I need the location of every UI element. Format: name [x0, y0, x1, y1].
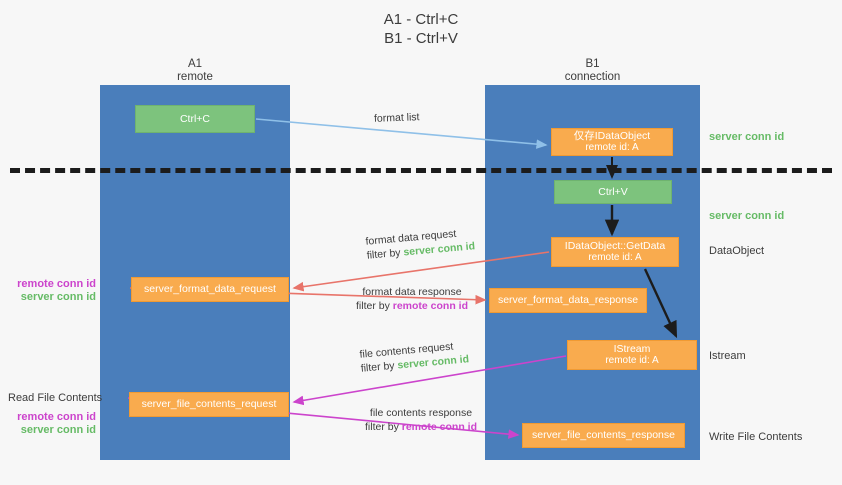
annotation-istream: Istream — [709, 350, 746, 362]
box-getdata-line2: remote id: A — [588, 252, 642, 263]
box-server-format-data-response-label: server_format_data_response — [497, 294, 639, 307]
lane-a-name: A1 — [187, 58, 203, 70]
box-server-format-data-response[interactable]: server_format_data_response — [489, 288, 647, 313]
annotation-remote-conn-id-1: remote conn id — [17, 278, 96, 290]
flow-label-format-list: format list — [374, 110, 420, 126]
annotation-server-conn-id-top: server conn id — [709, 131, 785, 143]
lane-a-role: remote — [177, 71, 213, 83]
flow-label-format-data-request: format data request filter by server con… — [365, 225, 476, 262]
filter-target-remote-conn-id: remote conn id — [392, 300, 469, 312]
filter-target-remote-conn-id: remote conn id — [401, 421, 478, 433]
title-line-1: A1 - Ctrl+C — [383, 11, 459, 28]
page-title: A1 - Ctrl+C B1 - Ctrl+V — [0, 10, 842, 48]
flow-label-file-contents-response-filter: filter by remote conn id — [346, 420, 496, 434]
filter-prefix: filter by — [355, 300, 393, 312]
filter-prefix: filter by — [364, 421, 402, 433]
annotation-left-conn-ids-bottom: remote conn id server conn id — [8, 411, 96, 437]
phase-divider — [10, 168, 832, 173]
box-istream-line1: IStream — [613, 342, 651, 355]
flow-label-format-data-response-text: format data response — [362, 286, 462, 298]
annotation-write-file-contents: Write File Contents — [709, 431, 803, 443]
title-line-2: B1 - Ctrl+V — [384, 30, 458, 47]
box-ctrl-c[interactable]: Ctrl+C — [135, 105, 255, 133]
flow-label-format-data-response-filter: filter by remote conn id — [337, 299, 487, 313]
box-idataobject-line2: remote id: A — [585, 142, 639, 153]
box-ctrl-c-label: Ctrl+C — [179, 112, 211, 125]
annotation-read-file-contents: Read File Contents — [8, 392, 103, 404]
annotation-left-conn-ids-top: remote conn id server conn id — [8, 278, 96, 304]
annotation-server-conn-id-2: server conn id — [20, 424, 96, 436]
annotation-remote-conn-id-2: remote conn id — [17, 411, 96, 423]
box-getdata-line1: IDataObject::GetData — [564, 239, 666, 252]
annotation-dataobject: DataObject — [709, 245, 765, 257]
lane-b-name: B1 — [585, 58, 600, 70]
box-server-format-data-request-label: server_format_data_request — [144, 283, 276, 296]
lane-b-role: connection — [564, 71, 621, 83]
box-server-file-contents-response-label: server_file_contents_response — [531, 429, 675, 442]
box-idataobject[interactable]: 仅存IDataObject remote id: A — [551, 128, 673, 156]
box-ctrl-v-label: Ctrl+V — [598, 185, 628, 198]
annotation-server-conn-id-mid: server conn id — [709, 210, 785, 222]
box-server-file-contents-request-label: server_file_contents_request — [141, 398, 277, 411]
box-getdata[interactable]: IDataObject::GetData remote id: A — [551, 237, 679, 267]
filter-prefix: filter by — [366, 246, 404, 262]
box-idataobject-line1: 仅存IDataObject — [573, 129, 651, 142]
lane-a-header: A1 remote — [100, 58, 290, 84]
flow-label-file-contents-request: file contents request filter by server c… — [359, 338, 470, 375]
box-ctrl-v[interactable]: Ctrl+V — [554, 180, 672, 204]
box-server-file-contents-request[interactable]: server_file_contents_request — [129, 392, 289, 417]
flow-label-file-contents-response-text: file contents response — [369, 407, 473, 419]
box-istream-line2: remote id: A — [605, 355, 659, 366]
annotation-server-conn-id-1: server conn id — [20, 291, 96, 303]
box-server-format-data-request[interactable]: server_format_data_request — [131, 277, 289, 302]
flow-label-file-contents-response: file contents response filter by remote … — [346, 406, 496, 434]
flow-label-format-data-response: format data response filter by remote co… — [337, 285, 487, 313]
lane-b-header: B1 connection — [485, 58, 700, 84]
flow-label-format-list-text: format list — [373, 111, 420, 125]
box-istream[interactable]: IStream remote id: A — [567, 340, 697, 370]
box-server-file-contents-response[interactable]: server_file_contents_response — [522, 423, 685, 448]
filter-prefix: filter by — [360, 359, 398, 375]
